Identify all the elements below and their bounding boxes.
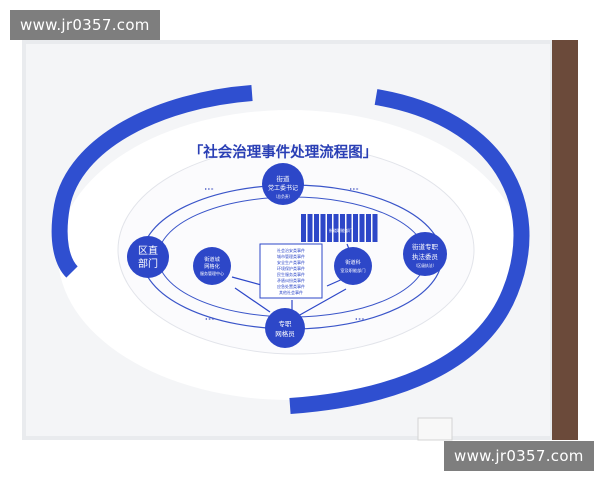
department-bar-label: 街道职能部门 (329, 227, 353, 233)
flow-label-bottom-left: ◂ ◂ ◂ (205, 316, 214, 321)
watermark-top: www.jr0357.com (10, 10, 160, 40)
node-town-section-line1: 街道科 (345, 258, 361, 266)
event-list-item: 社会治安类事件 (277, 247, 305, 253)
department-bar (320, 214, 326, 242)
arrow-town-section-to-worker (297, 288, 347, 317)
department-bar (353, 214, 358, 242)
wall-socket (417, 417, 453, 441)
department-bar (327, 214, 332, 242)
department-bar (372, 214, 378, 242)
node-law-enforcement (403, 232, 447, 276)
node-grid-center-line2: 网格化 (204, 262, 220, 270)
node-party-secretary (262, 163, 304, 205)
flow-label-top-right: ▸ ▸ ▸ (350, 186, 359, 191)
node-district-dept (127, 236, 169, 278)
node-grid-worker-line2: 网格员 (275, 329, 295, 338)
right-blue-arc (289, 89, 530, 414)
department-bar (333, 214, 339, 242)
department-bar (340, 214, 345, 242)
event-list: 社会治安类事件城市管理类事件安全生产类事件环境保护类事件民生服务类事件矛盾纠纷类… (277, 247, 305, 295)
flow-label-top-left: ▸ ▸ ▸ (205, 186, 214, 191)
node-law-enforcement-line1: 街道专职 (412, 242, 439, 251)
event-list-item: 矛盾纠纷类事件 (277, 277, 305, 283)
flow-label-bottom-right: ◂ ◂ ◂ (355, 316, 364, 321)
event-list-item: 其他社会事件 (279, 289, 303, 295)
wooden-door-frame (552, 40, 578, 440)
node-law-enforcement-line3: （区级执法） (414, 263, 437, 268)
department-bar (314, 214, 319, 242)
node-town-section (334, 247, 372, 285)
event-list-item: 环境保护类事件 (277, 265, 305, 271)
event-list-item: 民生服务类事件 (277, 271, 305, 277)
event-list-item: 应急处置类事件 (277, 283, 305, 289)
node-party-secretary-line3: （总负责） (274, 194, 293, 199)
department-bar (346, 214, 352, 242)
left-blue-arc (51, 85, 253, 278)
event-list-box (259, 243, 323, 299)
node-town-section-line2: 室及职能部门 (340, 267, 365, 274)
node-grid-center-line3: 服务管理中心 (200, 270, 224, 276)
department-bar (366, 214, 371, 242)
department-bar (307, 214, 313, 242)
watermark-bottom: www.jr0357.com (444, 441, 594, 471)
node-district-dept-line1: 区直 (138, 244, 158, 257)
node-grid-center (193, 247, 231, 285)
event-list-item: 城市管理类事件 (277, 253, 305, 259)
event-list-item: 安全生产类事件 (277, 259, 305, 265)
arrow-grid-center-to-worker (234, 287, 271, 313)
node-district-dept-line2: 部门 (138, 257, 158, 270)
node-grid-worker (265, 308, 305, 348)
department-bar-group: 街道职能部门 (301, 214, 378, 242)
department-bar (301, 214, 306, 242)
node-law-enforcement-line2: 执法委员 (412, 252, 439, 261)
node-grid-worker-line1: 专职 (279, 319, 293, 328)
diagram-title: 「社会治理事件处理流程图」 (189, 143, 378, 161)
department-bar (359, 214, 365, 242)
node-party-secretary-line1: 街道 (277, 174, 291, 183)
node-party-secretary-line2: 党工委书记 (268, 184, 298, 192)
node-grid-center-line1: 街道城 (204, 255, 220, 263)
